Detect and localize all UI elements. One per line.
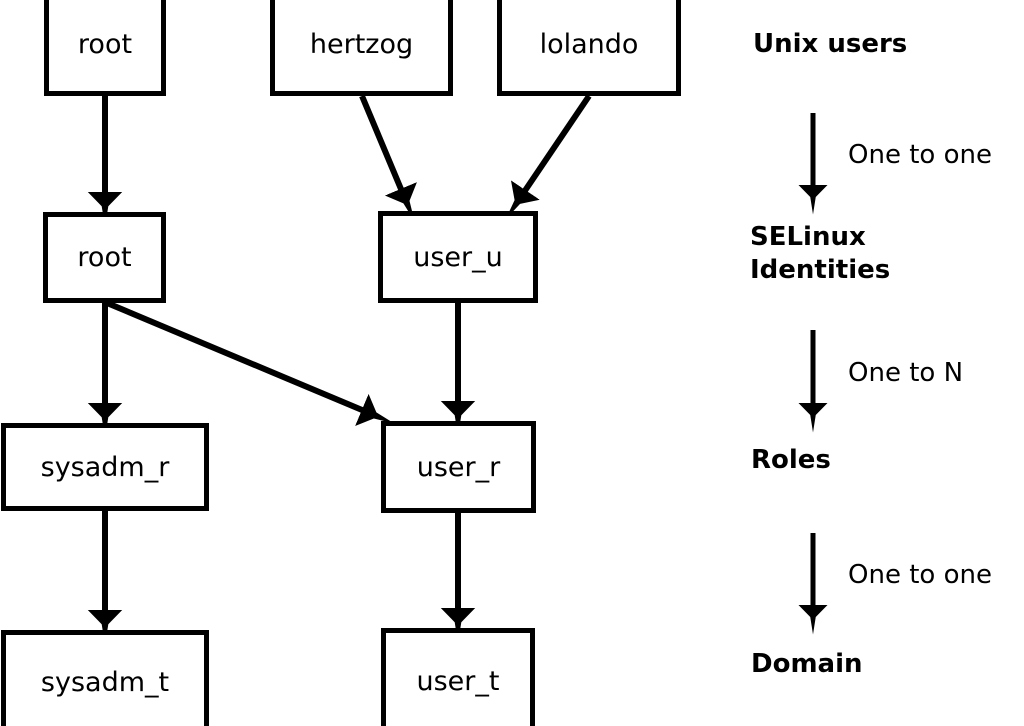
edge-id-root-to-user-r bbox=[105, 300, 395, 426]
node-label: user_t bbox=[416, 665, 500, 697]
node-identity-root[interactable]: root bbox=[43, 212, 166, 303]
node-role-user-r[interactable]: user_r bbox=[381, 421, 536, 513]
legend-relation-one-to-n: One to N bbox=[848, 358, 964, 388]
legend-level-domain: Domain bbox=[751, 649, 863, 679]
node-label: sysadm_r bbox=[40, 451, 170, 483]
node-label: user_u bbox=[413, 241, 503, 273]
node-label: hertzog bbox=[309, 28, 414, 60]
node-label: user_r bbox=[416, 451, 501, 483]
node-identity-user-u[interactable]: user_u bbox=[378, 211, 538, 303]
edge-lolando-to-user-u bbox=[505, 94, 592, 220]
node-label: sysadm_t bbox=[40, 666, 170, 698]
node-label: root bbox=[77, 242, 132, 273]
legend-relation-one-to-one-top: One to one bbox=[848, 140, 992, 170]
node-label: root bbox=[77, 28, 133, 60]
edge-hertzog-to-user-u bbox=[359, 94, 417, 222]
node-unix-user-lolando[interactable]: lolando bbox=[497, 0, 681, 96]
legend-level-selinux-identities: SELinux Identities bbox=[750, 222, 891, 285]
legend-level-roles: Roles bbox=[751, 445, 831, 475]
legend-level-unix-users: Unix users bbox=[753, 29, 908, 59]
node-unix-user-hertzog[interactable]: hertzog bbox=[270, 0, 453, 96]
node-domain-user-t[interactable]: user_t bbox=[381, 628, 535, 726]
node-domain-sysadm-t[interactable]: sysadm_t bbox=[1, 630, 209, 726]
node-role-sysadm-r[interactable]: sysadm_r bbox=[1, 423, 209, 511]
node-label: lolando bbox=[539, 28, 639, 60]
legend-relation-one-to-one-bottom: One to one bbox=[848, 560, 992, 590]
node-unix-user-root[interactable]: root bbox=[44, 0, 166, 96]
